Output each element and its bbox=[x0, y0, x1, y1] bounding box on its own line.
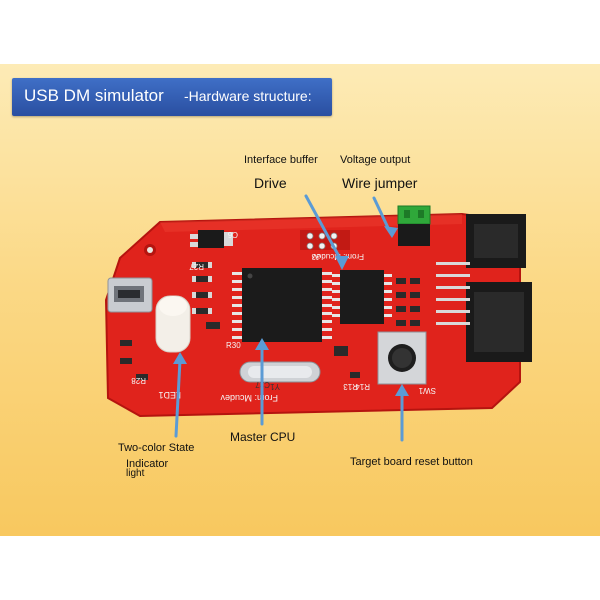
silk-r27: R27 bbox=[189, 262, 204, 271]
idc-connector-top bbox=[466, 214, 526, 268]
label-light: light bbox=[126, 468, 145, 479]
master-cpu-chip bbox=[232, 268, 332, 342]
label-voltage-output: Voltage output bbox=[340, 154, 411, 166]
silk-sw1: SW1 bbox=[418, 386, 436, 395]
regulator-chip bbox=[198, 230, 224, 248]
silk-r13: R13 bbox=[343, 382, 358, 391]
label-reset-button: Target board reset button bbox=[350, 456, 473, 468]
title-bar bbox=[12, 78, 332, 116]
arrow-drive bbox=[304, 194, 344, 264]
silk-r28: R28 bbox=[131, 376, 146, 385]
header-j3 bbox=[300, 230, 350, 250]
idc-connector-bottom bbox=[466, 282, 532, 362]
silk-from: From: Mcudev bbox=[220, 393, 278, 403]
reset-button bbox=[377, 331, 427, 385]
label-master-cpu: Master CPU bbox=[230, 430, 296, 444]
label-wire-jumper: Wire jumper bbox=[342, 175, 418, 191]
page-title: USB DM simulator bbox=[24, 86, 164, 105]
silk-y1: Y1 bbox=[270, 382, 280, 391]
wire-jumper bbox=[397, 205, 431, 246]
arrow-jumper bbox=[372, 196, 392, 234]
label-drive: Drive bbox=[254, 175, 287, 191]
silk-led1: LED1 bbox=[158, 390, 181, 400]
silk-r14: R14 bbox=[355, 382, 370, 391]
arrow-led bbox=[174, 358, 182, 438]
label-two-color-state: Two-color State bbox=[118, 442, 195, 454]
silk-r30: R30 bbox=[226, 341, 241, 350]
interface-buffer-chip bbox=[332, 270, 392, 324]
silk-j3: J3 bbox=[311, 252, 320, 261]
label-indicator: Indicator bbox=[126, 458, 169, 470]
silk-c6: C6 bbox=[227, 230, 238, 239]
label-interface-buffer: Interface buffer bbox=[244, 154, 318, 166]
page-subtitle: -Hardware structure: bbox=[184, 88, 312, 104]
